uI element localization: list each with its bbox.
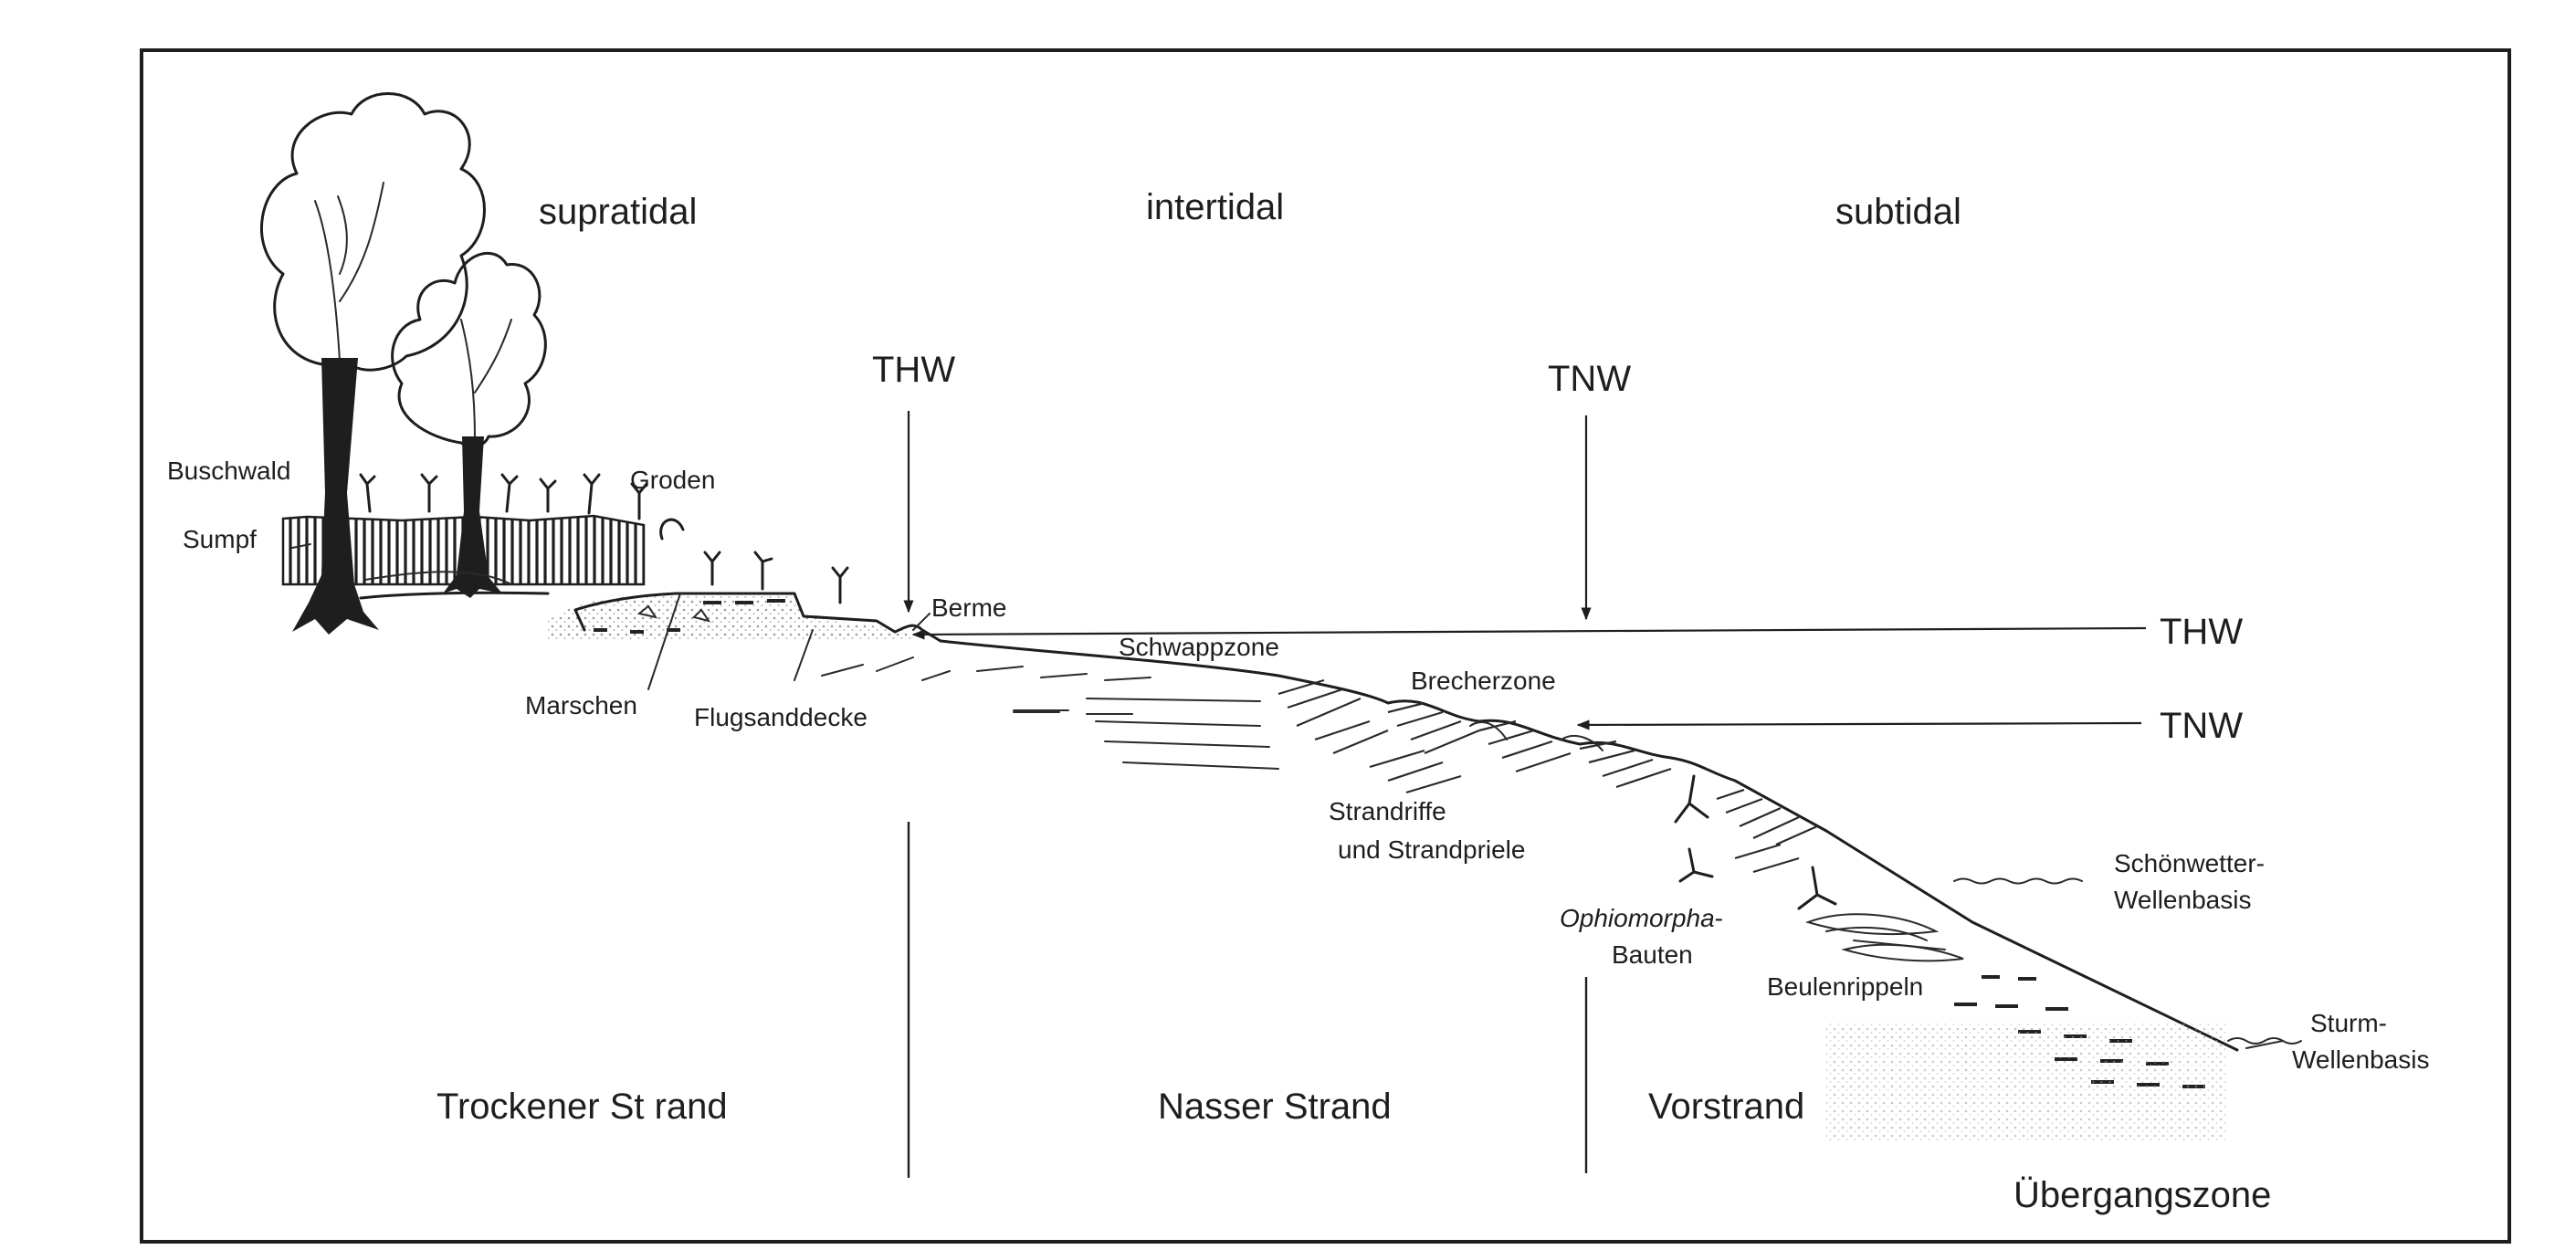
leader-sturm [2245, 1040, 2284, 1049]
tnw-horizontal-line [1576, 719, 2142, 730]
schoenwetter-wave-icon [1953, 877, 2083, 885]
label-marschen: Marschen [525, 691, 637, 719]
label-thw-top: THW [872, 350, 955, 390]
label-tnw-right: TNW [2160, 706, 2243, 746]
leader-marschen [647, 593, 681, 690]
leader-flugsand [794, 629, 814, 681]
label-brecherzone: Brecherzone [1411, 667, 1556, 695]
label-beulenrippeln: Beulenrippeln [1767, 972, 1923, 1001]
diagram-frame [140, 48, 2511, 1244]
leader-berme [912, 613, 931, 631]
label-schoenwetter-line2: Wellenbasis [2114, 886, 2251, 914]
label-uebergangszone: Übergangszone [2013, 1175, 2271, 1215]
label-strandriffe-line2: und Strandpriele [1338, 835, 1525, 864]
label-berme: Berme [931, 593, 1006, 622]
label-sturm-line2: Wellenbasis [2292, 1045, 2429, 1074]
label-ophiomorpha: Ophiomorpha- [1560, 904, 1723, 932]
label-bauten: Bauten [1612, 940, 1693, 969]
label-schoenwetter-line1: Schönwetter- [2114, 849, 2265, 877]
beulenrippeln-lenses [1804, 913, 1964, 962]
marsh-plants [703, 551, 849, 604]
label-tnw-top: TNW [1548, 359, 1631, 399]
label-thw-right: THW [2160, 612, 2243, 652]
label-vorstrand: Vorstrand [1648, 1087, 1804, 1127]
label-supratidal: supratidal [539, 192, 697, 232]
label-groden: Groden [630, 466, 715, 494]
ground-profile [359, 591, 2239, 1052]
brecherzone-bars [1277, 678, 1672, 794]
label-sumpf: Sumpf [183, 525, 257, 553]
sturm-wave-icon [2227, 1037, 2302, 1045]
groden-bush-icon [659, 518, 685, 541]
uebergang-stipple [1826, 1023, 2228, 1141]
tall-tree-icon [260, 92, 486, 635]
label-flugsanddecke: Flugsanddecke [694, 703, 867, 731]
thw-horizontal-line [911, 626, 2147, 640]
label-sturm-line1: Sturm- [2310, 1009, 2387, 1037]
label-strandriffe-line1: Strandriffe [1329, 797, 1446, 825]
sumpf-vegetation [281, 514, 646, 586]
label-nasser-strand: Nasser Strand [1158, 1087, 1392, 1127]
label-trockener-strand: Trockener St rand [436, 1087, 728, 1127]
schwappzone-layers [821, 656, 1279, 770]
label-buschwald: Buschwald [167, 457, 290, 485]
label-schwappzone: Schwappzone [1119, 633, 1279, 661]
groden-plants [359, 473, 648, 520]
ophiomorpha-burrows [1674, 774, 1837, 910]
label-intertidal: intertidal [1146, 187, 1284, 227]
label-subtidal: subtidal [1835, 192, 1961, 232]
